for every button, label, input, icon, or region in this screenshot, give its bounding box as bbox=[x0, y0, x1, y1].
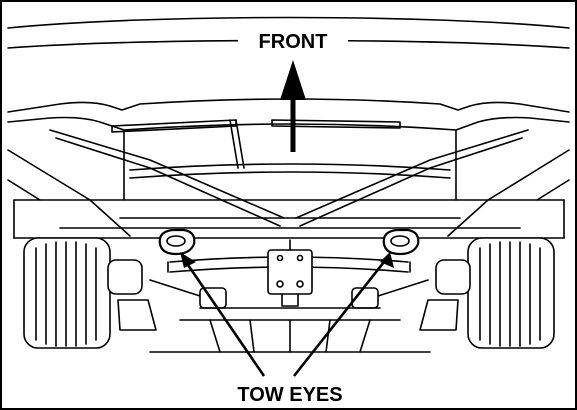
left-callout-arrow bbox=[184, 261, 266, 377]
right-arrowhead bbox=[380, 252, 394, 268]
left-arrowhead bbox=[180, 252, 196, 268]
tow-eyes-callout-arrows bbox=[184, 261, 386, 377]
tow-eyes-label: TOW EYES bbox=[237, 384, 342, 406]
right-callout-arrow bbox=[292, 261, 386, 377]
tow-eyes-label-bg bbox=[200, 378, 380, 406]
front-label: FRONT bbox=[259, 31, 328, 53]
front-label-bg bbox=[238, 26, 348, 54]
front-arrow bbox=[280, 60, 306, 152]
vehicle-underside-illustration bbox=[7, 16, 570, 353]
